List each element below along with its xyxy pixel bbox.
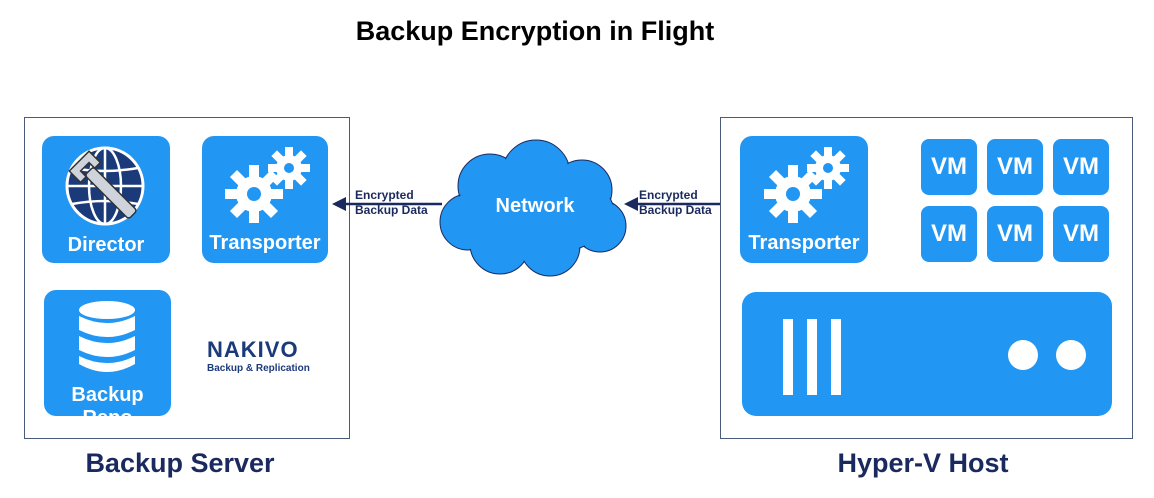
link-label-left: Encrypted Backup Data [355,188,428,218]
gears-icon [225,147,310,223]
vm-tile: VM [1053,206,1109,262]
link-label-right: Encrypted Backup Data [639,188,712,218]
nakivo-logo: NAKIVO Backup & Replication [207,337,310,374]
database-icon [79,301,135,372]
server-drive-slot [807,319,817,395]
backup-transporter-label: Transporter [209,232,321,254]
logo-tagline: Backup & Replication [207,363,310,374]
network-cloud-icon [439,139,627,277]
link-label-left-line1: Encrypted [355,188,414,202]
vm-tile: VM [1053,139,1109,195]
arrow-to-backup-server [332,197,442,211]
link-label-right-line2: Backup Data [639,203,712,217]
diagram-title: Backup Encryption in Flight [355,16,715,46]
server-hardware [742,292,1112,416]
network-label: Network [495,195,575,217]
director-tile: Director [42,136,170,263]
director-label: Director [67,234,145,256]
server-drive-slot [831,319,841,395]
globe-wrench-icon [65,146,145,226]
server-status-light [1008,340,1038,370]
server-status-light [1056,340,1086,370]
hyperv-transporter-label: Transporter [748,232,860,254]
gears-icon [764,147,849,223]
link-label-left-line2: Backup Data [355,203,428,217]
backup-repo-tile: Backup Repo [44,290,171,429]
vm-tile: VM [921,206,977,262]
vm-tile: VM [987,139,1043,195]
backup-server-caption: Backup Server [85,448,275,478]
server-drive-slot [783,319,793,395]
vm-tile: VM [921,139,977,195]
backup-transporter-tile: Transporter [202,136,328,263]
backup-repo-label: Backup Repo [71,384,144,429]
hyperv-transporter-tile: Transporter [740,136,868,263]
link-label-right-line1: Encrypted [639,188,698,202]
logo-name: NAKIVO [207,337,299,362]
vm-tile: VM [987,206,1043,262]
hyperv-host-caption: Hyper-V Host [837,448,1009,478]
